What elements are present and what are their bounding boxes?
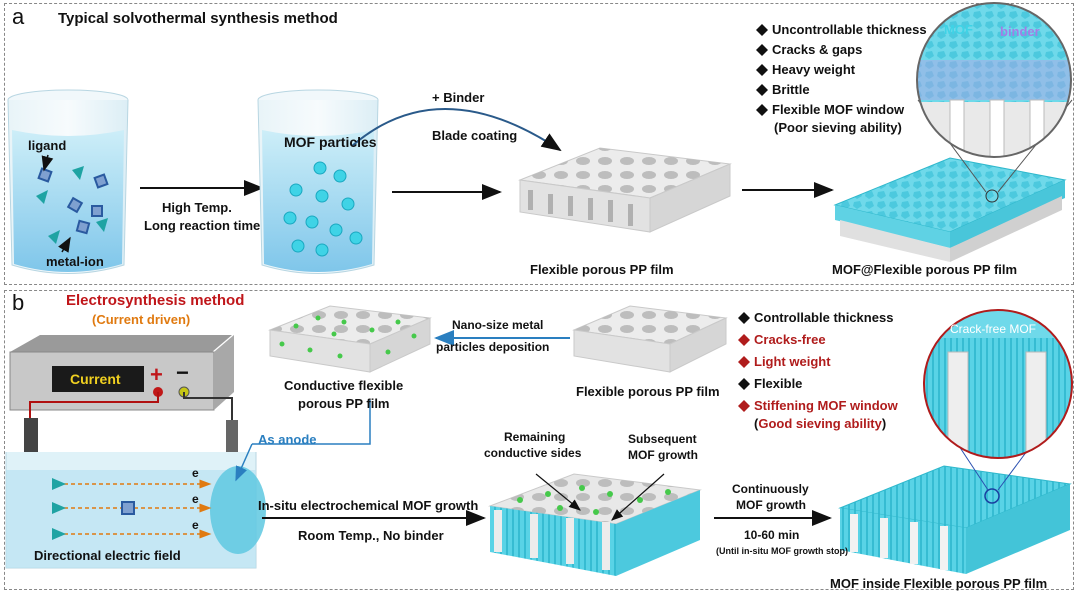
bullet-b-2: Light weight bbox=[754, 354, 831, 369]
deposition-label-2: particles deposition bbox=[436, 340, 550, 354]
beaker-mof bbox=[257, 89, 379, 274]
ligand-label: ligand bbox=[28, 138, 67, 153]
reaction-time-label: Long reaction time bbox=[144, 218, 261, 233]
final-film-label: MOF inside Flexible porous PP film bbox=[830, 576, 1048, 591]
electron-label-1: e bbox=[192, 466, 199, 480]
as-anode-label: As anode bbox=[258, 432, 317, 447]
bullet-a-0: Uncontrollable thickness bbox=[772, 22, 927, 37]
remaining-label-2: conductive sides bbox=[484, 446, 582, 460]
bullet-b-3: Flexible bbox=[754, 376, 803, 391]
bullet-a-5: (Poor sieving ability) bbox=[774, 120, 902, 135]
field-label: Directional electric field bbox=[34, 548, 181, 563]
crack-free-label: Crack-free MOF bbox=[950, 322, 1037, 336]
electron-label-2: e bbox=[192, 492, 199, 506]
pp-film-a bbox=[518, 147, 732, 233]
electric-field-lines bbox=[52, 478, 212, 540]
metal-ion-label: metal-ion bbox=[46, 254, 104, 269]
time-label: 10-60 min bbox=[744, 528, 800, 542]
bullet-a-3: Brittle bbox=[772, 82, 810, 97]
current-display: Current bbox=[70, 371, 121, 387]
zoom-binder-label: binder bbox=[1000, 24, 1040, 39]
subsequent-label-1: Subsequent bbox=[628, 432, 697, 446]
electron-label-3: e bbox=[192, 518, 199, 532]
growing-film bbox=[488, 473, 702, 576]
bullet-b-4: Stiffening MOF window bbox=[754, 398, 898, 413]
bullet-b-5: (Good sieving ability) bbox=[754, 416, 887, 431]
high-temp-label: High Temp. bbox=[162, 200, 232, 215]
beaker-ligand bbox=[7, 89, 129, 274]
conductive-label-1: Conductive flexible bbox=[284, 378, 404, 393]
mof-particles-label: MOF particles bbox=[284, 134, 377, 150]
bullet-diamonds-a bbox=[756, 24, 768, 116]
bullet-diamonds-b bbox=[738, 312, 750, 412]
room-temp-label: Room Temp., No binder bbox=[298, 528, 444, 543]
pp-film-b bbox=[572, 305, 728, 373]
panel-b-title: Electrosynthesis method bbox=[66, 292, 245, 309]
bullet-a-1: Cracks & gaps bbox=[772, 42, 863, 57]
remaining-label-1: Remaining bbox=[504, 430, 566, 444]
panel-b bbox=[4, 290, 1074, 590]
panel-b-subtitle: (Current driven) bbox=[92, 312, 191, 327]
panel-a-title: Typical solvothermal synthesis method bbox=[58, 10, 338, 27]
panel-a-letter: a bbox=[12, 4, 25, 29]
binder-label: + Binder bbox=[432, 90, 485, 105]
bullet-a-2: Heavy weight bbox=[772, 62, 856, 77]
final-mof-film bbox=[838, 465, 1072, 574]
insitu-label: In-situ electrochemical MOF growth bbox=[258, 498, 479, 513]
zoom-mof-label: MOF bbox=[944, 22, 973, 37]
deposition-label-1: Nano-size metal bbox=[452, 318, 544, 332]
conductive-label-2: porous PP film bbox=[298, 396, 390, 411]
pp-film-label-a: Flexible porous PP film bbox=[530, 262, 674, 277]
power-supply bbox=[9, 335, 234, 411]
blade-coating-label: Blade coating bbox=[432, 128, 518, 143]
pp-film-label-b: Flexible porous PP film bbox=[576, 384, 720, 399]
conductive-pp-film bbox=[268, 305, 432, 373]
subsequent-label-2: MOF growth bbox=[628, 448, 698, 462]
bullet-b-1: Cracks-free bbox=[754, 332, 826, 347]
curved-arrow-binder bbox=[351, 108, 562, 152]
bullet-b-0: Controllable thickness bbox=[754, 310, 894, 325]
plus-sign: + bbox=[150, 362, 163, 387]
panel-a bbox=[4, 3, 1074, 285]
mof-pp-film-label: MOF@Flexible porous PP film bbox=[832, 262, 1018, 277]
panel-b-letter: b bbox=[12, 290, 25, 315]
bullet-a-4: Flexible MOF window bbox=[772, 102, 905, 117]
minus-sign: − bbox=[176, 360, 189, 385]
continuous-label-1: Continuously bbox=[732, 482, 809, 496]
mof-pp-film-a bbox=[833, 157, 1067, 262]
continuous-label-2: MOF growth bbox=[736, 498, 806, 512]
until-label: (Until in-situ MOF growth stop) bbox=[716, 546, 848, 556]
